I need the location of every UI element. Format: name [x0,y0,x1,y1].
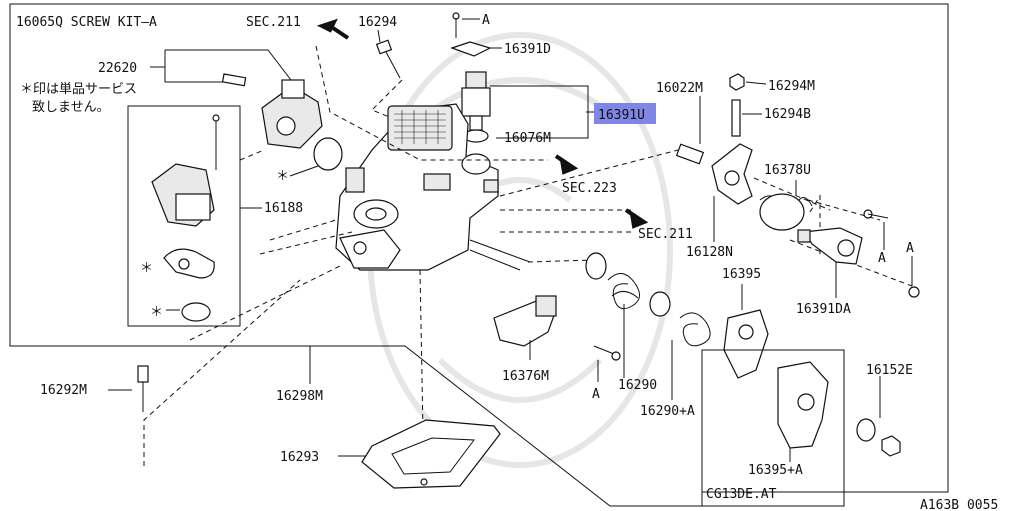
arrow-sec-223-icon [554,154,579,175]
subassembly-box [127,105,241,327]
sec-211-ref[interactable]: SEC.211 [638,227,693,242]
stud-16294b[interactable] [731,99,741,137]
label-a-mid[interactable]: A [878,251,886,266]
idle-air-control-valve[interactable] [151,114,220,227]
variant-label: CG13DE.AT [706,487,777,502]
nut-16294m[interactable] [729,73,745,91]
variant-box [701,349,845,507]
throttle-cam-16395[interactable] [723,309,769,379]
part-22620[interactable]: 22620 [98,61,137,76]
part-16378u[interactable]: 16378U [764,163,811,178]
label-a-low[interactable]: A [592,387,600,402]
washer-b[interactable] [649,291,671,317]
part-16290a[interactable]: 16290+A [640,404,695,419]
label-a-top[interactable]: A [482,13,490,28]
sec-223-ref[interactable]: SEC.223 [562,181,617,196]
lever-16391da[interactable] [797,227,863,265]
note-line-2: 致しません。 [32,100,110,115]
spring-16290[interactable] [607,273,640,310]
part-16395[interactable]: 16395 [722,267,761,282]
label-a-right[interactable]: A [906,241,914,256]
spring-16290a[interactable] [679,312,711,347]
part-16395a[interactable]: 16395+A [748,463,803,478]
arrow-sec-211-icon [624,208,649,229]
screw-a-right[interactable] [908,286,920,298]
screw-16292m[interactable] [137,365,149,412]
nut-16152e[interactable] [881,435,901,457]
figure-code: A163B 0055 [920,498,998,511]
o-ring-part[interactable] [181,302,211,322]
temperature-sensor[interactable] [461,71,491,131]
leader-22620 [150,49,295,85]
spring-16378u[interactable] [759,193,813,231]
part-16188[interactable]: 16188 [264,201,303,216]
part-16294b[interactable]: 16294B [764,107,811,122]
throttle-cam-16395a[interactable] [777,361,829,449]
gasket-part[interactable] [163,248,215,279]
sec-211-top-ref[interactable]: SEC.211 [246,15,301,30]
throttle-position-sensor[interactable] [221,73,343,171]
screw-a-mid[interactable] [863,209,889,219]
part-16294[interactable]: 16294 [358,15,397,30]
part-16391u[interactable]: 16391U [598,108,645,123]
washer-16152e[interactable] [856,418,876,442]
part-16076m[interactable]: 16076M [504,131,551,146]
asterisk-mark-2: ＊ [140,261,153,276]
throttle-lever[interactable] [711,143,753,205]
part-16391da[interactable]: 16391DA [796,302,851,317]
pin-16022m[interactable] [675,143,705,165]
part-16376m[interactable]: 16376M [502,369,549,384]
throttle-body[interactable] [335,103,531,271]
part-16391d[interactable]: 16391D [504,42,551,57]
part-16128n[interactable]: 16128N [686,245,733,260]
arrow-icon [316,18,350,40]
part-16298m[interactable]: 16298M [276,389,323,404]
gasket-16293[interactable] [361,419,501,489]
washer-a[interactable] [585,252,607,280]
asterisk-mark-3: ＊ [150,305,163,320]
part-16152e[interactable]: 16152E [866,363,913,378]
part-16022m[interactable]: 16022M [656,81,703,96]
note-line-1: ＊印は単品サービス [20,81,137,97]
bracket-16376m[interactable] [493,295,557,347]
screw-a-low[interactable] [593,345,621,361]
screw-16294[interactable] [375,39,401,79]
part-16293[interactable]: 16293 [280,450,319,465]
screw-kit-label[interactable]: 16065Q SCREW KIT—A [16,15,157,30]
screw-a-top[interactable] [452,12,460,38]
part-16292m[interactable]: 16292M [40,383,87,398]
highlight-box [594,103,656,124]
asterisk-mark: ＊ [276,169,289,184]
part-16290[interactable]: 16290 [618,378,657,393]
part-16294m[interactable]: 16294M [768,79,815,94]
